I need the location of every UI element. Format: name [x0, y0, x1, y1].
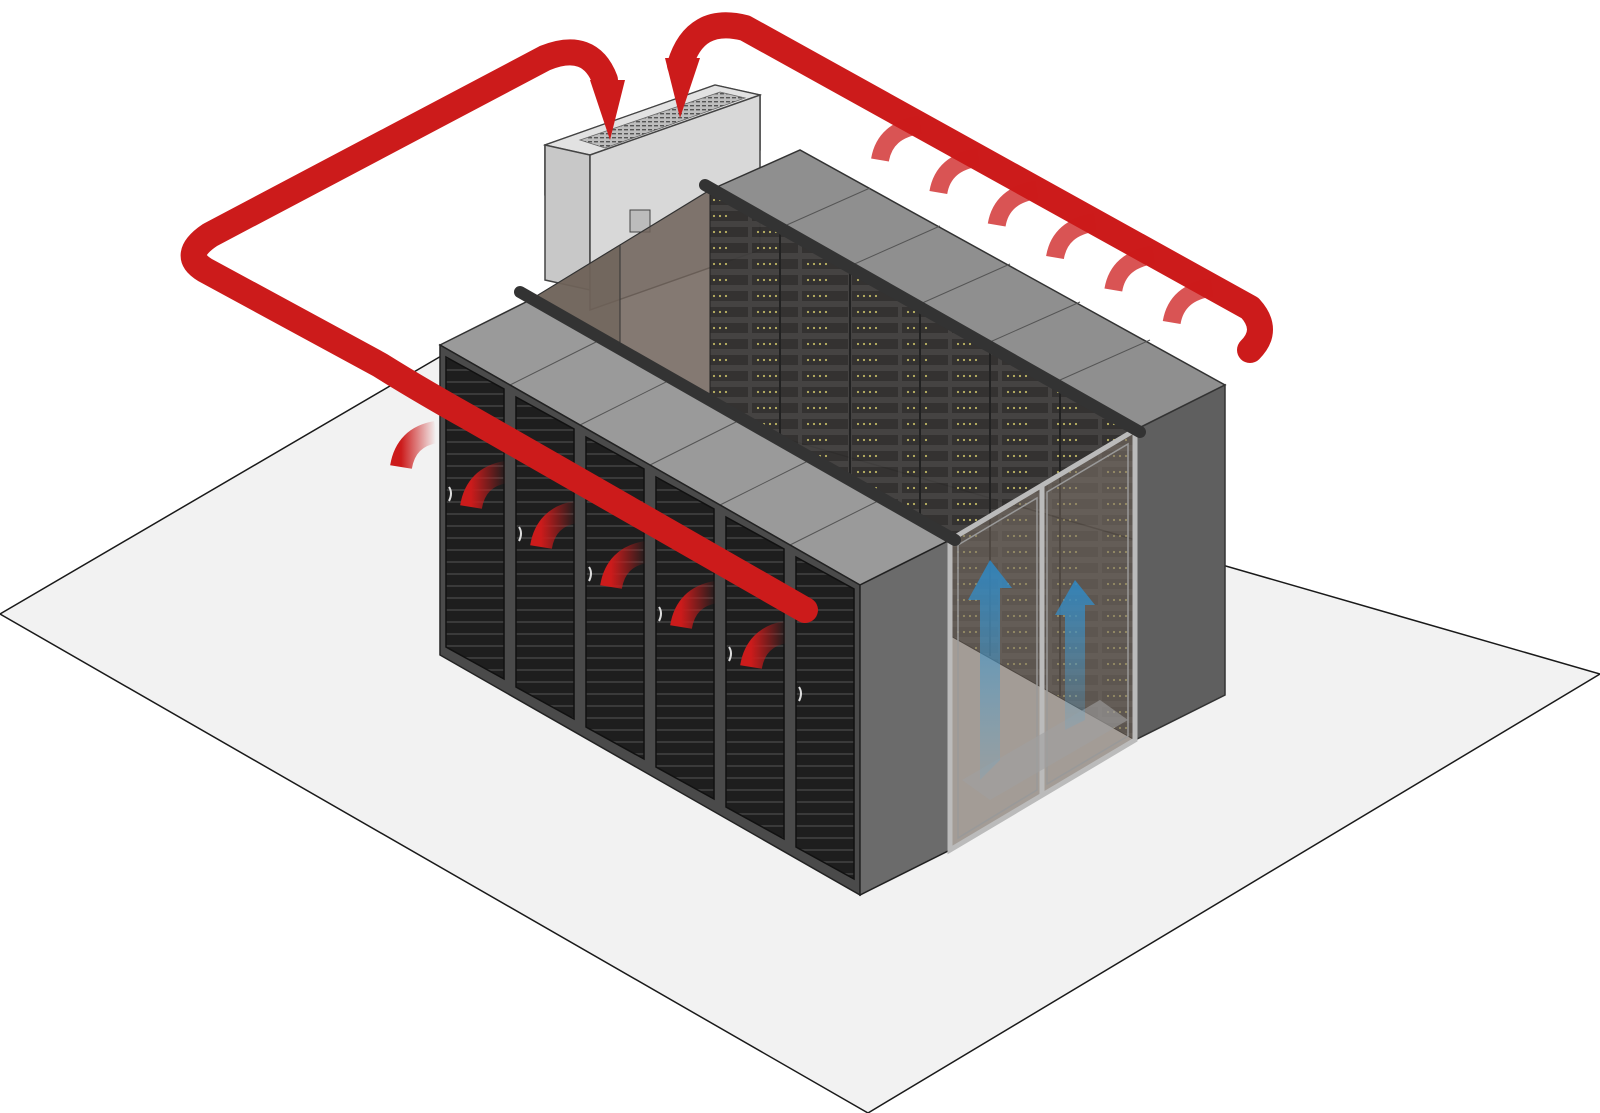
- hot-air-stream-back: [929, 148, 981, 195]
- hot-air-stream-back: [987, 181, 1039, 228]
- server-rack-icon[interactable]: [795, 555, 855, 881]
- cold-air-arrow-icon: [968, 560, 1095, 780]
- rack-handle-icon: [728, 646, 732, 662]
- rack-handle-icon: [518, 526, 522, 542]
- containment-roof-rails: [514, 179, 1146, 546]
- hot-air-stream-back: [1162, 278, 1214, 325]
- rack-handles: [448, 486, 802, 702]
- hot-air-stream-front: [600, 541, 649, 590]
- rack-handle-icon: [658, 606, 662, 622]
- hot-air-stream-back: [1046, 213, 1097, 260]
- aisle-door-right[interactable]: [1046, 442, 1129, 786]
- hot-air-stream-back: [871, 116, 922, 163]
- hot-air-stream-front: [740, 621, 789, 670]
- aisle-door-left[interactable]: [957, 496, 1038, 840]
- hot-air-stream-front: [390, 421, 439, 470]
- hot-air-arrow-icon: [180, 12, 1273, 623]
- hot-air-stream-front: [460, 461, 509, 510]
- hot-air-streams: [390, 116, 1214, 670]
- rack-handle-icon: [448, 486, 452, 502]
- rack-handle-icon: [798, 686, 802, 702]
- cooling-intake-arrows: [590, 58, 700, 140]
- hot-air-stream-front: [530, 501, 579, 550]
- hot-air-stream-back: [1104, 246, 1156, 293]
- rack-handle-icon: [588, 566, 592, 582]
- hot-air-stream-front: [670, 581, 719, 630]
